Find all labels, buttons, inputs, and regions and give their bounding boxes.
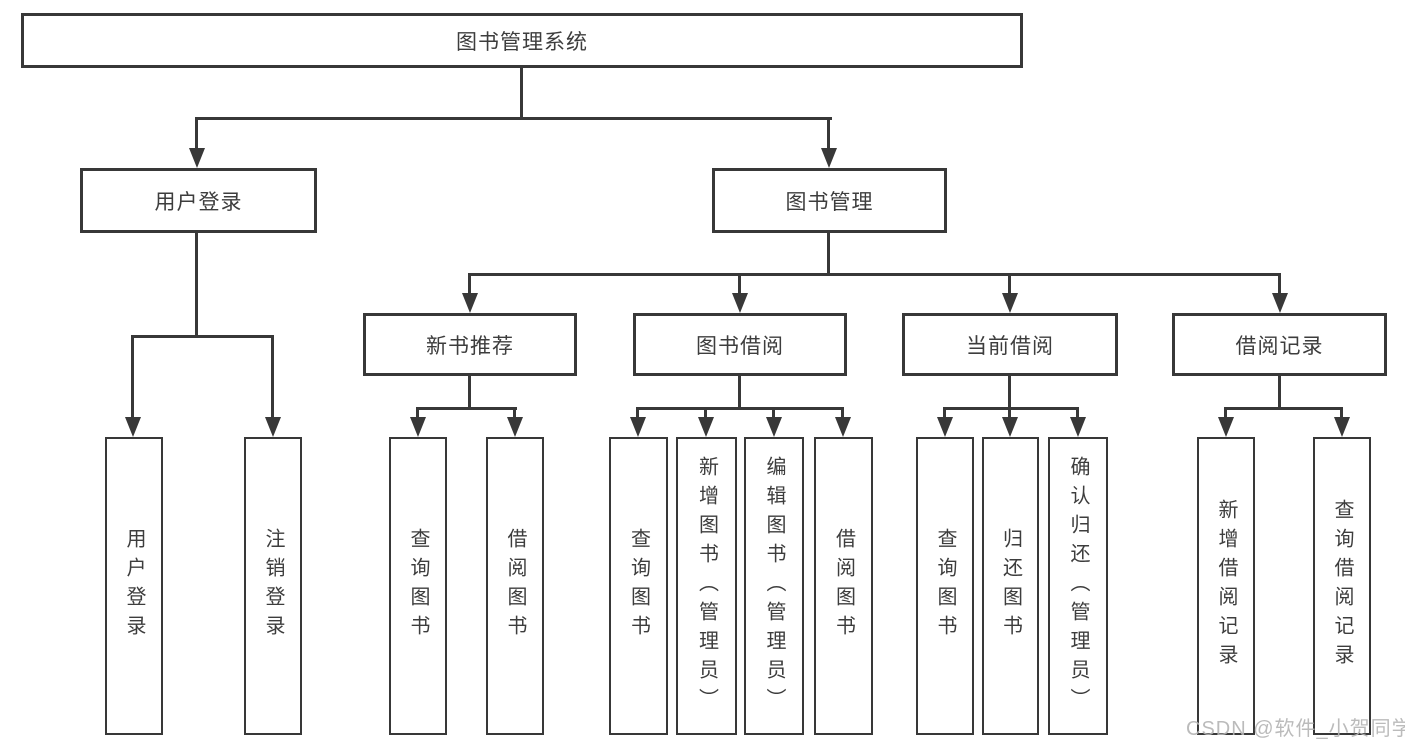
arrowhead-down-icon (265, 417, 281, 437)
connector-line (195, 117, 198, 150)
node-new-book-recommend: 新书推荐 (363, 313, 577, 376)
connector-line (131, 335, 134, 419)
connector-line (1076, 407, 1079, 419)
leaf-user-login: 用户登录 (105, 437, 163, 735)
watermark-text: CSDN @软件_小贺同学 (1186, 718, 1405, 740)
connector-line (1224, 407, 1343, 410)
arrowhead-down-icon (698, 417, 714, 437)
arrowhead-down-icon (937, 417, 953, 437)
connector-line (827, 117, 830, 150)
arrowhead-down-icon (125, 417, 141, 437)
node-borrowing-records: 借阅记录 (1172, 313, 1387, 376)
arrowhead-down-icon (732, 293, 748, 313)
arrowhead-down-icon (1070, 417, 1086, 437)
connector-line (1278, 376, 1281, 409)
connector-line (1008, 376, 1011, 409)
connector-line (195, 117, 832, 120)
connector-line (738, 273, 741, 295)
connector-line (131, 335, 274, 338)
leaf-edit-books-admin: 编辑图书（管理员） (744, 437, 804, 735)
leaf-query-books-borrowing: 查询图书 (609, 437, 668, 735)
connector-line (943, 407, 946, 419)
connector-line (520, 68, 523, 120)
arrowhead-down-icon (1218, 417, 1234, 437)
connector-line (1224, 407, 1227, 419)
node-book-management: 图书管理 (712, 168, 947, 233)
connector-line (468, 376, 471, 409)
connector-line (416, 407, 419, 419)
connector-line (636, 407, 844, 410)
connector-line (704, 407, 707, 419)
connector-line (1008, 273, 1011, 295)
connector-line (772, 407, 775, 419)
connector-line (841, 407, 844, 419)
node-book-borrowing: 图书借阅 (633, 313, 847, 376)
arrowhead-down-icon (1002, 417, 1018, 437)
connector-line (738, 376, 741, 409)
leaf-borrow-books-recommend: 借阅图书 (486, 437, 544, 735)
leaf-query-borrow-record: 查询借阅记录 (1313, 437, 1371, 735)
node-user-login: 用户登录 (80, 168, 317, 233)
arrowhead-down-icon (1272, 293, 1288, 313)
arrowhead-down-icon (835, 417, 851, 437)
arrowhead-down-icon (1002, 293, 1018, 313)
arrowhead-down-icon (766, 417, 782, 437)
connector-line (1278, 273, 1281, 295)
connector-line (468, 273, 1281, 276)
connector-line (1340, 407, 1343, 419)
leaf-add-books-admin: 新增图书（管理员） (676, 437, 737, 735)
leaf-borrow-books: 借阅图书 (814, 437, 873, 735)
leaf-return-books: 归还图书 (982, 437, 1039, 735)
connector-line (827, 233, 830, 275)
arrowhead-down-icon (507, 417, 523, 437)
leaf-query-books-recommend: 查询图书 (389, 437, 447, 735)
arrowhead-down-icon (630, 417, 646, 437)
connector-line (513, 407, 516, 419)
connector-line (195, 233, 198, 337)
leaf-confirm-return-admin: 确认归还（管理员） (1048, 437, 1108, 735)
connector-line (636, 407, 639, 419)
connector-line (271, 335, 274, 419)
node-current-borrowing: 当前借阅 (902, 313, 1118, 376)
connector-line (416, 407, 517, 410)
node-root-system: 图书管理系统 (21, 13, 1023, 68)
arrowhead-down-icon (189, 148, 205, 168)
leaf-query-books-current: 查询图书 (916, 437, 974, 735)
arrowhead-down-icon (462, 293, 478, 313)
connector-line (1008, 407, 1011, 419)
arrowhead-down-icon (410, 417, 426, 437)
connector-line (943, 407, 1079, 410)
leaf-add-borrow-record: 新增借阅记录 (1197, 437, 1255, 735)
leaf-logout: 注销登录 (244, 437, 302, 735)
arrowhead-down-icon (821, 148, 837, 168)
connector-line (468, 273, 471, 295)
arrowhead-down-icon (1334, 417, 1350, 437)
